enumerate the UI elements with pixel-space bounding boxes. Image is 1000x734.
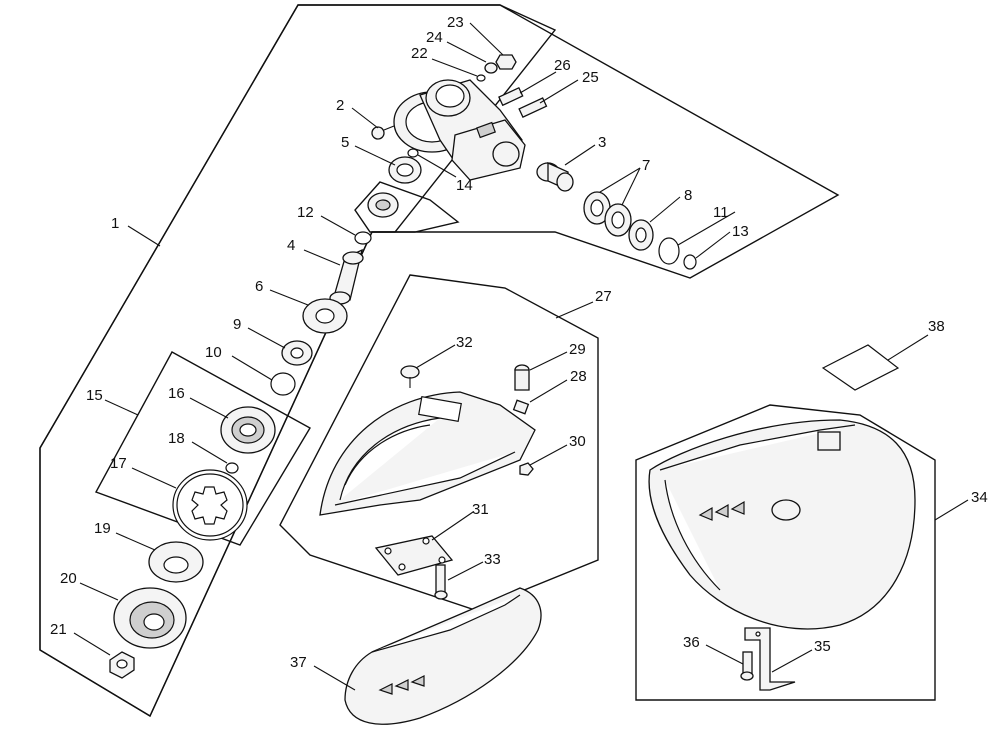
label-38 [821,344,900,391]
callout-23: 23 [447,14,464,31]
callout-31: 31 [472,501,489,518]
ring-12 [354,231,372,245]
callout-22: 22 [411,45,428,62]
callout-24: 24 [426,29,443,46]
bolt-25 [518,97,548,118]
callout-6: 6 [255,278,263,295]
snap-ring-11 [658,237,680,265]
bearing-7b [604,203,632,237]
callout-21: 21 [50,621,67,638]
callout-12: 12 [297,204,314,221]
bearing-6 [302,298,348,334]
gear-case [393,79,526,181]
nut-28 [512,399,530,415]
callout-5: 5 [341,134,349,151]
ring-18 [225,462,239,474]
bearing-7a [583,191,611,225]
callout-2: 2 [336,97,344,114]
callout-38: 38 [928,318,945,335]
callout-34: 34 [971,489,988,506]
callout-10: 10 [205,344,222,361]
screw-36 [740,651,754,681]
cup-19 [148,541,204,583]
leader-lines [73,22,969,691]
callout-17: 17 [110,455,127,472]
callout-9: 9 [233,316,241,333]
bolt-26 [498,86,524,107]
callout-4: 4 [287,237,295,254]
plate-17 [172,469,248,541]
callout-18: 18 [168,430,185,447]
bolt-32 [400,365,420,388]
nut-23 [495,54,517,70]
callout-30: 30 [569,433,586,450]
callout-16: 16 [168,385,185,402]
callout-1: 1 [111,215,119,232]
washer-9 [281,340,313,366]
guard-37 [344,587,542,725]
callout-3: 3 [598,134,606,151]
bearing-8 [628,219,654,251]
callout-8: 8 [684,187,692,204]
callout-35: 35 [814,638,831,655]
blade-holder-group-outline [94,351,311,546]
gear-shaft-4 [329,248,364,305]
bracket-35 [744,627,796,691]
snap-ring-10 [270,372,296,396]
washer-22 [476,74,486,82]
holder-16 [220,406,276,454]
callout-numbers: 1 2 3 4 5 6 7 8 9 10 11 12 13 14 15 16 1… [50,14,988,671]
bolt-29 [514,364,530,391]
callout-32: 32 [456,334,473,351]
callout-27: 27 [595,288,612,305]
callout-7: 7 [642,157,650,174]
callout-28: 28 [570,368,587,385]
o-ring-14 [407,148,419,158]
nut-30 [519,462,534,476]
callout-11: 11 [713,204,729,221]
nut-21 [109,651,135,679]
guard-group-outline [279,274,599,611]
ring-13 [683,254,697,270]
callout-15: 15 [86,387,103,404]
callout-19: 19 [94,520,111,537]
plate-31 [374,535,454,576]
callout-14: 14 [456,177,473,194]
callout-20: 20 [60,570,77,587]
callout-29: 29 [569,341,586,358]
callout-26: 26 [554,57,571,74]
bearing-subgroup-outline [354,181,460,233]
cover-20 [113,587,187,649]
washer-24 [484,62,498,74]
callout-33: 33 [484,551,501,568]
callout-37: 37 [290,654,307,671]
bearing-5 [388,156,422,184]
bolt-2 [371,125,395,140]
sleeve-3 [536,161,574,192]
guard-27 [319,391,536,516]
callout-25: 25 [582,69,599,86]
bolt-33 [434,564,448,600]
callout-36: 36 [683,634,700,651]
bearing-subgroup [367,192,399,218]
guard-34 [648,419,916,630]
large-guard-group-outline [635,404,936,701]
callout-13: 13 [732,223,749,240]
